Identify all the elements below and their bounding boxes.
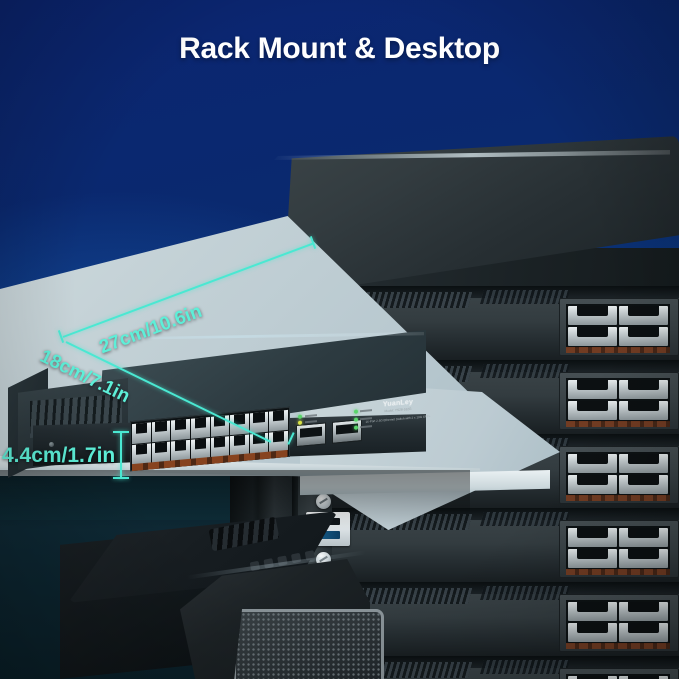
rj45-port [151,420,171,443]
page-title: Rack Mount & Desktop [179,32,500,65]
rj45-port [619,475,668,494]
rj45-port [132,422,151,445]
rj45-port [619,602,668,621]
rj45-port [568,676,617,679]
rack-unit-rj45-grid [566,674,670,679]
height-dimension-label: 4.4cm/1.7in [2,444,116,467]
sfp-port-2 [332,419,362,444]
rj45-port [619,676,668,679]
rj45-port [619,454,668,473]
height-dimension-line [120,432,122,479]
switch-sfp-area [294,405,372,458]
rj45-port [568,327,617,346]
rack-unit-port-labels [566,569,670,575]
switch-side-screw [49,442,54,447]
rj45-port [190,417,210,439]
rj45-port [568,306,617,325]
rack-unit-port-block [559,372,679,430]
rj45-port [568,623,617,642]
rack-unit-vent-secondary [479,512,571,526]
rj45-port [171,418,190,441]
rj45-port [568,401,617,420]
product-description: 16-Port 2.5G Ethernet Switch with 2 x 10… [365,414,431,424]
rj45-port [568,380,617,399]
rack-unit-rj45-grid [566,452,670,496]
rj45-port [619,401,668,420]
rj45-port [619,623,668,642]
rack-unit-port-block [559,594,679,652]
rack-unit-vent-secondary [479,660,571,674]
height-tick-bottom [113,477,129,479]
rack-unit-port-block [559,446,679,504]
pc-tower [60,505,390,679]
rack-unit-rj45-grid [566,600,670,644]
rj45-port [619,306,668,325]
rack-unit-port-block [559,668,679,679]
rj45-port [619,327,668,346]
rj45-port [568,602,617,621]
rj45-port [568,528,617,547]
rack-unit-port-labels [566,495,670,501]
rack-screw-top [316,494,331,509]
rack-unit-rj45-grid [566,304,670,348]
pc-mesh-grille [233,609,384,679]
rack-top-highlight [274,150,670,160]
rj45-port [269,409,288,432]
rj45-port [568,549,617,568]
switch-branding-label: YuanLey Model: YS28-162G 16-Port 2.5G Et… [365,397,431,447]
desk-underside-shadow [0,470,470,530]
rj45-port [249,411,269,434]
switch-top-highlight [105,332,424,340]
sfp-port-1 [296,422,326,448]
rj45-port [619,528,668,547]
rj45-port [568,454,617,473]
rack-unit-port-block [559,298,679,356]
rack-unit-port-labels [566,643,670,649]
rack-unit-port-labels [566,421,670,427]
rj45-port [568,475,617,494]
rj45-port [619,380,668,399]
bracket-slot-lower [314,531,340,539]
power-led-label [305,414,317,418]
rack-unit-port-block [559,520,679,578]
rack-unit-port-labels [566,347,670,353]
rj45-port [619,549,668,568]
power-led [298,414,302,419]
height-tick-top [113,431,129,433]
rack-unit-vent-secondary [479,290,571,304]
rack-unit-rj45-grid [566,378,670,422]
rack-unit-rj45-grid [566,526,670,570]
rack-unit-vent-secondary [479,586,571,600]
link-led-1 [354,409,358,414]
rack-unit-vent-secondary [479,364,571,378]
